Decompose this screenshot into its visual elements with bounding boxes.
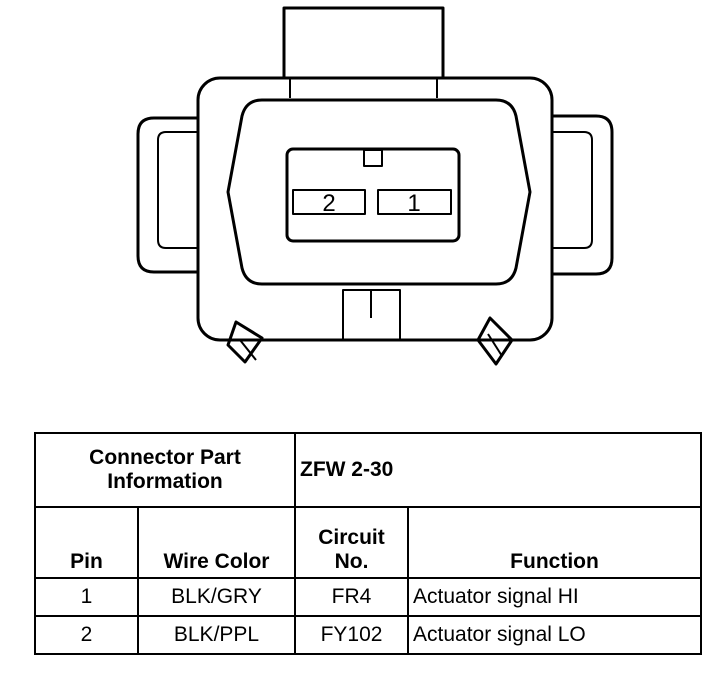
table-row: 1 BLK/GRY FR4 Actuator signal HI [34,577,702,617]
part-info-value: ZFW 2-30 [294,432,702,508]
connector-top-latch [282,6,445,78]
header-circuit-line1: Circuit [318,526,385,549]
row-wire-color: BLK/PPL [137,615,296,655]
part-info-label: Connector Part Information [34,432,296,508]
part-info-label-line1: Connector Part [89,446,241,469]
pin-number-1: 1 [407,190,420,217]
connector-housing [196,76,554,342]
header-wire-color: Wire Color [137,506,296,579]
connector-left-foot [226,320,264,364]
connector-right-foot [476,316,514,366]
header-function: Function [407,506,702,579]
row-pin: 1 [34,577,139,617]
header-circuit: Circuit No. [294,506,409,579]
connector-inner-cavity [226,98,532,286]
connector-key [363,149,383,167]
part-info-row: Connector Part Information ZFW 2-30 [34,432,702,508]
row-function: Actuator signal HI [407,577,702,617]
pin-cavity-1 [377,189,452,215]
part-info-label-line2: Information [107,470,223,493]
connector-face-diagram: 2 1 [136,6,614,366]
connector-right-lug [552,114,614,276]
connector-pinout-table: Connector Part Information ZFW 2-30 Pin … [34,432,702,655]
row-function: Actuator signal LO [407,615,702,655]
connector-left-lug [136,116,198,274]
row-circuit: FY102 [294,615,409,655]
header-pin: Pin [34,506,139,579]
table-row: 2 BLK/PPL FY102 Actuator signal LO [34,615,702,655]
terminal-window [285,147,461,243]
column-header-row: Pin Wire Color Circuit No. Function [34,506,702,579]
pin-cavity-2 [292,189,366,215]
pin-number-2: 2 [322,190,335,217]
row-circuit: FR4 [294,577,409,617]
header-circuit-line2: No. [334,550,369,573]
row-wire-color: BLK/GRY [137,577,296,617]
row-pin: 2 [34,615,139,655]
